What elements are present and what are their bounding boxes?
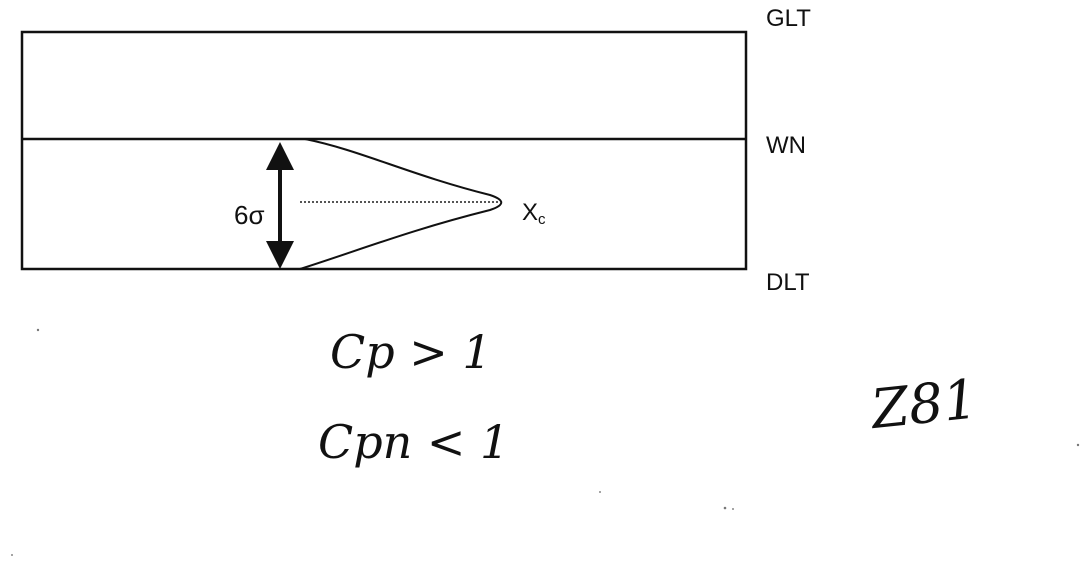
scan-speck xyxy=(723,506,727,510)
label-dlt: DLT xyxy=(766,269,810,296)
scan-speck xyxy=(599,491,601,493)
handwritten-figure-number: Z81 xyxy=(866,367,980,441)
label-center-subscript: c xyxy=(538,211,546,228)
label-center-main: X xyxy=(522,199,538,226)
six-sigma-arrow-head-up xyxy=(266,142,294,170)
label-wn: WN xyxy=(766,132,806,159)
six-sigma-arrow-head-down xyxy=(266,241,294,269)
label-six-sigma: 6σ xyxy=(234,200,265,230)
scan-speck xyxy=(36,328,40,332)
handwritten-cpn: Cpn < 1 xyxy=(318,415,509,469)
handwritten-cp: Cp > 1 xyxy=(330,325,492,379)
scan-speck xyxy=(11,554,13,556)
scan-speck xyxy=(1076,443,1080,447)
label-glt: GLT xyxy=(766,5,811,32)
distribution-curve xyxy=(299,138,503,270)
scan-speck xyxy=(732,508,734,510)
label-center: Xc xyxy=(522,199,546,228)
tolerance-box xyxy=(20,30,748,271)
